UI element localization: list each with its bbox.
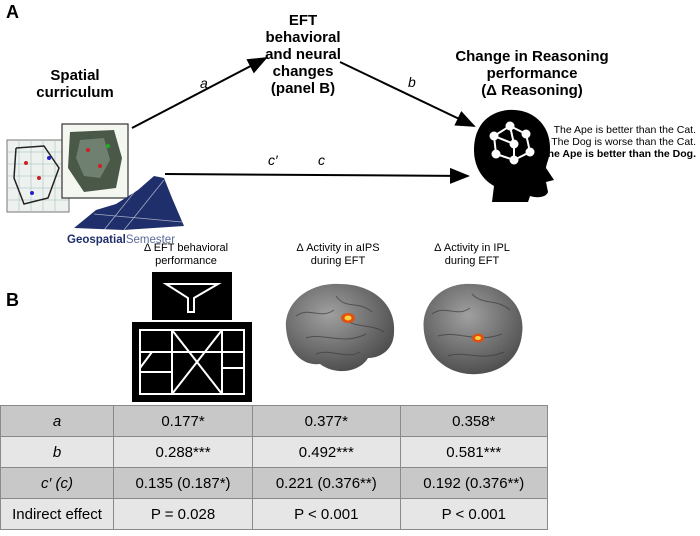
cell-b-eft: 0.288*** (112, 436, 254, 468)
curriculum-images (6, 123, 184, 231)
path-arrows (131, 57, 476, 184)
cell-b-aips: 0.492*** (252, 436, 401, 468)
cell-indirect-ipl: P < 0.001 (399, 498, 548, 530)
aerial-map-image (61, 123, 129, 199)
path-c-label: c (318, 152, 325, 168)
table-row-b: b 0.288*** 0.492*** 0.581*** (0, 436, 548, 468)
path-b-label: b (408, 74, 416, 90)
brain-aips-image (285, 283, 395, 372)
brain-ipl-image (423, 283, 523, 375)
panel-b-letter: B (6, 290, 19, 310)
reasoning-example: The Ape is better than the Cat. The Dog … (541, 124, 696, 160)
row-label-b: b (0, 436, 114, 468)
logo-word-light: Semester (125, 234, 176, 246)
row-label-indirect: Indirect effect (0, 498, 114, 530)
logo-word-bold: Geospatial (67, 234, 126, 246)
reasoning-line-2: The Dog is worse than the Cat. (551, 136, 696, 148)
cell-indirect-aips: P < 0.001 (252, 498, 401, 530)
cell-a-eft: 0.177* (112, 405, 254, 437)
cell-indirect-eft: P = 0.028 (112, 498, 254, 530)
reasoning-line-3: The Ape is better than the Dog. (541, 148, 696, 160)
column-header-aips: Δ Activity in aIPS during EFT (296, 242, 380, 267)
mediation-stats-table: a 0.177* 0.377* 0.358* b 0.288*** 0.492*… (0, 405, 548, 530)
table-row-c: c′ (c) 0.135 (0.187*) 0.221 (0.376**) 0.… (0, 467, 548, 499)
table-row-a: a 0.177* 0.377* 0.358* (0, 405, 548, 437)
head-reasoning-icon (474, 109, 554, 202)
reasoning-line-1: The Ape is better than the Cat. (553, 124, 696, 136)
path-c-prime-label: c′ (268, 152, 278, 168)
row-label-a: a (0, 405, 114, 437)
column-header-eft: Δ EFT behavioral performance (143, 242, 229, 267)
mediator-label: EFT behavioral and neural changes (panel… (265, 12, 341, 97)
cell-c-ipl: 0.192 (0.376**) (399, 467, 548, 499)
arrow-a (131, 57, 268, 129)
table-row-indirect: Indirect effect P = 0.028 P < 0.001 P < … (0, 498, 548, 530)
arrow-c (164, 167, 470, 184)
path-a-label: a (200, 75, 208, 91)
cell-a-ipl: 0.358* (399, 405, 548, 437)
arrow-b (339, 61, 476, 127)
outcome-label: Change in Reasoning performance (Δ Reaso… (455, 48, 609, 99)
column-header-ipl: Δ Activity in IPL during EFT (434, 242, 510, 267)
geospatial-semester-logo-text: GeospatialSemester (67, 234, 175, 246)
cell-a-aips: 0.377* (252, 405, 401, 437)
spatial-curriculum-label: Spatial curriculum (36, 67, 114, 101)
cell-c-aips: 0.221 (0.376**) (252, 467, 401, 499)
cell-c-eft: 0.135 (0.187*) (112, 467, 254, 499)
cell-b-ipl: 0.581*** (399, 436, 548, 468)
row-label-c: c′ (c) (0, 467, 114, 499)
grid-map-image (6, 139, 70, 213)
panel-a-letter: A (6, 2, 19, 22)
eft-stimulus-figure (132, 272, 252, 402)
